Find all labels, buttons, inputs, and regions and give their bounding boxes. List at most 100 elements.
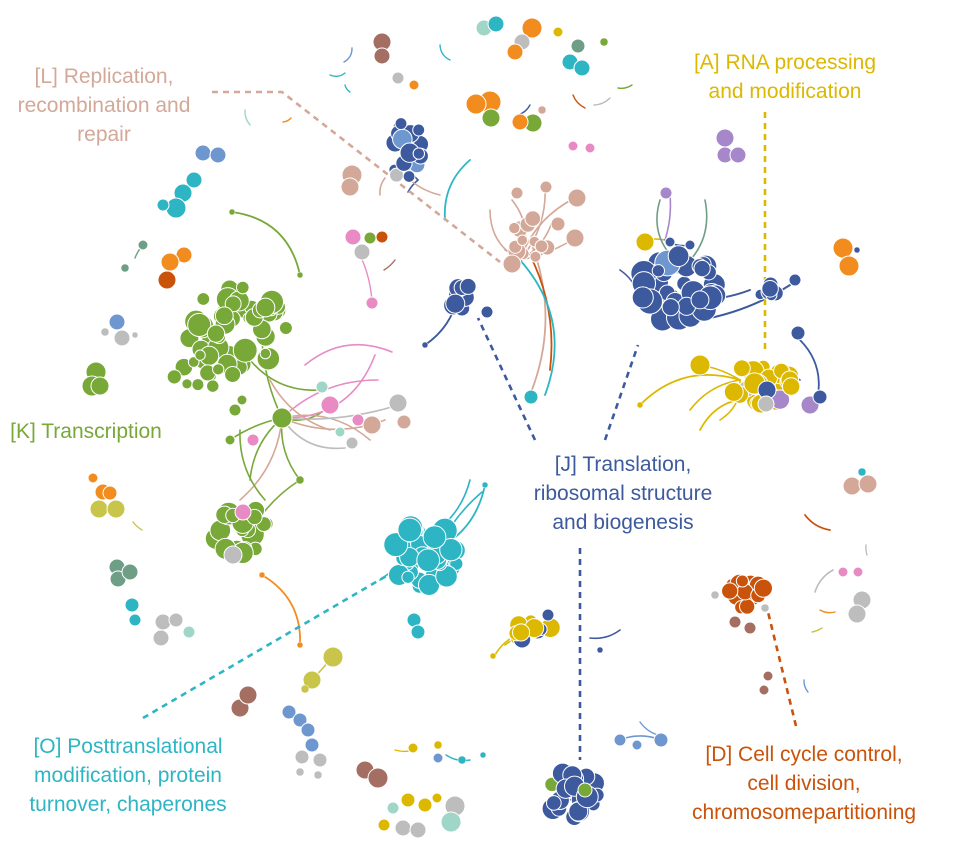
label-replication-line2: recombination and (17, 94, 191, 117)
node-56 (212, 363, 225, 376)
node-382 (90, 376, 110, 396)
label-posttranslational: [O] Posttranslational modification, prot… (8, 732, 248, 819)
node-272 (481, 481, 489, 489)
node-412 (292, 712, 308, 728)
node-58 (166, 369, 182, 385)
node-405 (296, 641, 304, 649)
node-229 (812, 389, 828, 405)
label-translation-line3: and biogenesis (552, 511, 694, 534)
node-53 (194, 349, 206, 361)
node-384 (340, 177, 360, 197)
leader-cell-cycle (766, 611, 798, 727)
node-388 (375, 230, 389, 244)
edge-60 (593, 97, 611, 106)
label-posttranslational-line3: turnover, chaperones (29, 793, 227, 816)
node-110 (394, 117, 408, 131)
node-86 (345, 436, 359, 450)
node-265 (401, 570, 415, 584)
node-333 (762, 670, 774, 682)
node-402 (152, 629, 170, 647)
node-38 (255, 297, 276, 318)
edge-9 (249, 359, 321, 391)
node-91 (234, 503, 252, 521)
node-439 (857, 467, 867, 477)
node-344 (599, 37, 609, 47)
node-195 (761, 280, 779, 298)
node-120 (524, 210, 542, 227)
node-438 (653, 732, 669, 748)
node-347 (391, 71, 405, 85)
node-418 (313, 770, 323, 780)
leader-translation-right (603, 344, 640, 441)
node-231 (636, 401, 644, 409)
label-translation-line1: [J] Translation, (554, 453, 692, 476)
node-343 (573, 59, 591, 77)
node-360 (832, 237, 854, 259)
label-cell-cycle: [D] Cell cycle control, cell division, c… (668, 740, 940, 827)
node-319 (739, 598, 756, 615)
label-cell-cycle-line1: [D] Cell cycle control, (705, 743, 903, 766)
edge-80 (803, 679, 809, 693)
node-133 (523, 389, 539, 405)
node-399 (128, 613, 142, 627)
node-410 (238, 685, 258, 705)
node-370 (296, 271, 304, 279)
node-227 (689, 354, 711, 376)
node-434 (431, 792, 443, 804)
node-223 (723, 381, 744, 402)
node-114 (412, 147, 426, 160)
node-436 (613, 733, 627, 747)
node-336 (487, 15, 505, 33)
node-80 (228, 403, 242, 417)
node-423 (433, 740, 443, 750)
label-translation: [J] Translation, ribosomal structure and… (510, 450, 736, 537)
label-rna-processing: [A] RNA processing and modification (680, 48, 890, 106)
edge-30 (529, 254, 553, 371)
node-411 (281, 704, 297, 720)
label-transcription-line1: [K] Transcription (10, 420, 162, 443)
node-442 (837, 566, 849, 578)
edge-75 (589, 629, 621, 640)
edge-63 (344, 84, 351, 93)
node-144 (421, 341, 429, 349)
edge-59 (517, 104, 531, 116)
node-329 (710, 590, 720, 600)
edge-31 (519, 259, 556, 396)
node-417 (295, 767, 305, 777)
edge-10 (269, 379, 331, 431)
node-47 (191, 378, 205, 392)
node-443 (852, 566, 864, 578)
node-350 (465, 93, 487, 115)
edge-18 (407, 179, 419, 193)
node-433 (440, 811, 462, 833)
node-369 (228, 208, 236, 216)
node-90 (315, 380, 329, 394)
node-328 (721, 582, 739, 600)
node-131 (539, 180, 553, 194)
node-424 (457, 755, 467, 765)
node-376 (108, 313, 126, 331)
node-188 (664, 236, 676, 248)
label-rna-processing-line1: [A] RNA processing (693, 51, 877, 74)
node-286 (512, 623, 531, 642)
node-129 (567, 188, 587, 208)
label-replication-line3: repair (77, 123, 131, 146)
node-420 (367, 767, 389, 789)
edge-1 (281, 354, 376, 419)
node-269 (416, 548, 441, 573)
node-364 (209, 146, 227, 164)
node-435 (596, 646, 604, 654)
label-rna-processing-line2: and modification (708, 80, 862, 103)
label-replication-line1: [L] Replication, (34, 65, 174, 88)
node-99 (402, 170, 416, 183)
node-331 (743, 621, 757, 635)
edge-16 (304, 343, 393, 366)
node-346 (373, 47, 391, 65)
node-413 (300, 722, 316, 738)
edge-61 (617, 84, 633, 89)
node-441 (858, 474, 878, 494)
edge-65 (282, 117, 292, 123)
node-17 (187, 312, 212, 338)
node-274 (410, 624, 426, 640)
node-389 (365, 296, 379, 310)
